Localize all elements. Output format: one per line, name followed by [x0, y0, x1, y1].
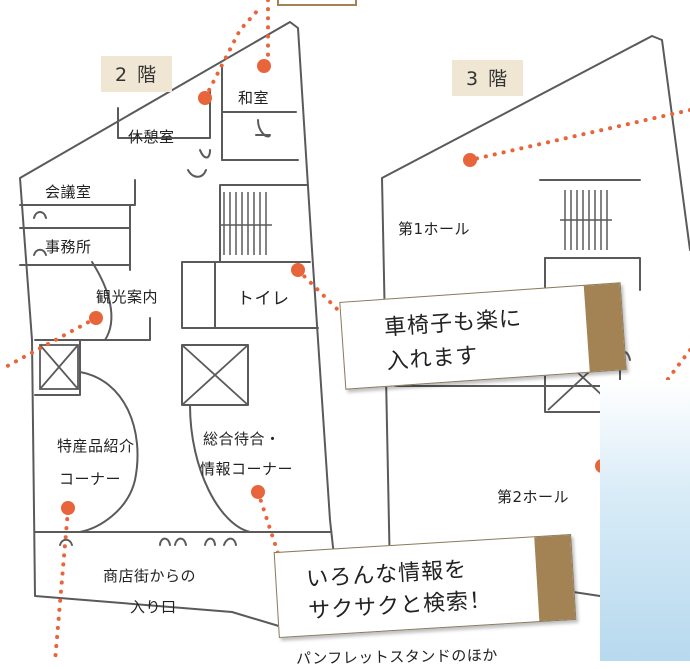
- room-sogo-line2: 情報コーナー: [200, 460, 294, 478]
- footer-text: パンフレットスタンドのほか: [295, 646, 498, 668]
- floor-2-walls: [19, 21, 339, 631]
- room-hall1: 第1ホール: [398, 220, 471, 238]
- room-hall2: 第2ホール: [497, 488, 570, 506]
- callout-info-search: いろんな情報を サクサクと検索！: [273, 533, 577, 639]
- room-kaigishitsu: 会議室: [45, 183, 92, 201]
- entrance-line2: 入り口: [130, 598, 177, 616]
- floor-2-stairs: [220, 192, 272, 255]
- top-callout-remnant: [277, 0, 357, 6]
- room-tokusan-line2: コーナー: [59, 470, 122, 488]
- floor-2-elevators: [39, 344, 249, 406]
- callout-wheelchair-line1: 車椅子も楽に: [383, 306, 523, 341]
- floor-3-stairs: [560, 190, 612, 250]
- callout-wheelchair-line2: 入れます: [385, 343, 480, 375]
- room-sogo-line1: 総合待合・: [203, 430, 281, 448]
- room-kanko: 観光案内: [96, 288, 159, 306]
- entrance-line1: 商店街からの: [103, 567, 197, 585]
- photo-fragment-sky: [600, 380, 690, 661]
- room-washitsu: 和室: [238, 89, 270, 107]
- floor-2-tag: 2 階: [101, 56, 173, 92]
- room-jimushitsu: 事務所: [45, 238, 92, 256]
- callout-info-tab: [534, 535, 576, 622]
- floor-3-tag: 3 階: [452, 60, 524, 96]
- room-toilet: トイレ: [237, 289, 290, 309]
- room-kyukeishitsu: 休憩室: [128, 128, 175, 146]
- callout-wheelchair-tab: [583, 283, 626, 372]
- room-tokusan-line1: 特産品紹介: [57, 437, 135, 455]
